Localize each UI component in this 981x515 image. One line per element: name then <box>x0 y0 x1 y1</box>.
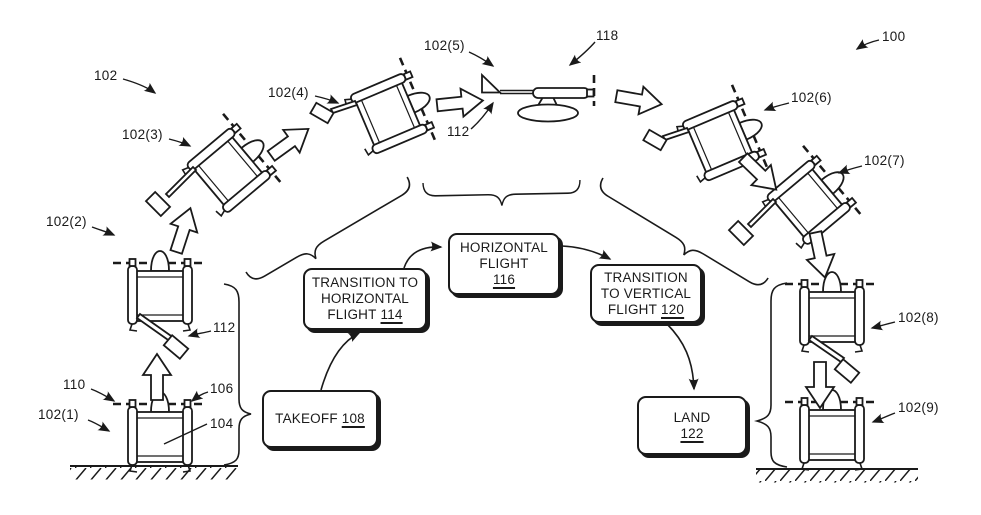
stage-arrow-4-5 <box>434 85 486 121</box>
flow-arrow-takeoff-to-transition <box>320 332 361 391</box>
aircraft-102-8 <box>783 270 881 384</box>
horizontal-flight-line2: FLIGHT <box>479 256 529 271</box>
callout-102-5: 102(5) <box>424 38 465 53</box>
callout-102-2: 102(2) <box>46 214 87 229</box>
aircraft-102-3 <box>144 104 294 231</box>
aircraft-102-5 <box>480 73 596 123</box>
pointer-104 <box>163 423 208 445</box>
pointer-100 <box>855 39 880 50</box>
brace-land-group <box>753 282 788 468</box>
brace-descent-group <box>599 177 769 286</box>
brace-ascent-group <box>245 176 411 280</box>
aircraft-102-1 <box>111 390 209 474</box>
stage-arrow-2-3 <box>161 202 205 258</box>
pointer-102-5 <box>468 51 495 67</box>
flowchart-box-horizontal-flight: HORIZONTAL FLIGHT 116 <box>448 233 560 295</box>
callout-102-6: 102(6) <box>791 90 832 105</box>
flowchart-box-takeoff: TAKEOFF 108 <box>262 390 378 448</box>
takeoff-number: 108 <box>341 411 365 426</box>
transition-horizontal-line1: TRANSITION TO <box>311 275 419 290</box>
stage-arrow-1-2 <box>142 353 172 401</box>
takeoff-label: TAKEOFF <box>275 411 338 426</box>
transition-vertical-line3: FLIGHT <box>607 301 658 317</box>
flowchart-box-transition-to-horizontal: TRANSITION TO HORIZONTAL FLIGHT 114 <box>303 268 427 330</box>
transition-vertical-line1: TRANSITION <box>604 269 688 285</box>
brace-cruise-group <box>422 179 581 206</box>
transition-horizontal-line2: HORIZONTAL <box>320 291 409 306</box>
pointer-102-4 <box>314 94 340 104</box>
land-number: 122 <box>680 425 704 441</box>
callout-102-3: 102(3) <box>122 127 163 142</box>
flow-arrow-transition-to-horizontal <box>403 241 443 269</box>
aircraft-102-6 <box>642 78 782 200</box>
aircraft-102-4 <box>309 51 450 173</box>
stage-arrow-3-4 <box>262 116 318 169</box>
transition-horizontal-line3: FLIGHT <box>327 307 377 322</box>
callout-102: 102 <box>94 68 118 83</box>
callout-102-4: 102(4) <box>268 85 309 100</box>
pointer-102-9 <box>871 412 896 423</box>
callout-106: 106 <box>210 381 234 396</box>
brace-takeoff-group <box>223 283 252 466</box>
transition-vertical-number: 120 <box>661 301 685 317</box>
callout-102-8: 102(8) <box>898 310 939 325</box>
aircraft-102-7 <box>727 136 874 263</box>
pointer-102 <box>122 78 157 94</box>
aircraft-102-2 <box>111 249 209 360</box>
callout-118: 118 <box>596 28 619 43</box>
transition-vertical-line2: TO VERTICAL <box>600 285 692 301</box>
horizontal-flight-number: 116 <box>492 272 516 287</box>
stage-arrow-5-6 <box>613 81 665 119</box>
pointer-102-3 <box>168 136 192 147</box>
ground-left <box>70 465 238 480</box>
transition-horizontal-number: 114 <box>380 307 403 322</box>
pointer-102-8 <box>870 320 896 331</box>
callout-102-7: 102(7) <box>864 153 905 168</box>
horizontal-flight-line1: HORIZONTAL <box>459 240 548 255</box>
callout-112-hover: 112 <box>213 320 236 335</box>
flowchart-box-transition-to-vertical: TRANSITION TO VERTICAL FLIGHT 120 <box>590 264 702 323</box>
callout-104: 104 <box>210 416 234 431</box>
pointer-112-flight <box>470 101 494 130</box>
pointer-102-7 <box>837 164 863 174</box>
callout-110: 110 <box>63 377 86 392</box>
pointer-106 <box>190 390 209 402</box>
callout-102-9: 102(9) <box>898 400 939 415</box>
callout-100: 100 <box>882 29 906 44</box>
pointer-102-2 <box>91 226 116 236</box>
pointer-112-hover <box>187 328 212 338</box>
land-label: LAND <box>673 409 711 425</box>
flowchart-box-land: LAND 122 <box>637 396 747 455</box>
pointer-102-6 <box>763 101 790 111</box>
callout-112-flight: 112 <box>447 124 470 139</box>
pointer-118 <box>568 41 596 66</box>
ground-right <box>756 468 918 483</box>
callout-102-1: 102(1) <box>38 407 79 422</box>
aircraft-102-9 <box>783 388 881 472</box>
flow-arrow-horizontal-to-vertical <box>561 245 612 260</box>
pointer-110 <box>90 388 116 402</box>
flow-arrow-vertical-to-land <box>666 323 699 391</box>
pointer-102-1 <box>87 419 111 432</box>
